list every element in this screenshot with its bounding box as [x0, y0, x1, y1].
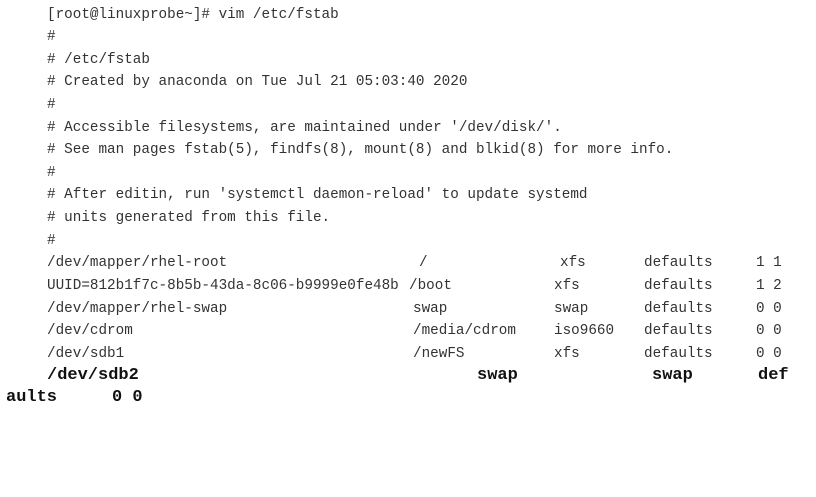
entry-mount: / [419, 255, 428, 271]
new-entry-options-cont: aults [6, 388, 58, 407]
entry-fstype: xfs [554, 346, 580, 362]
fstab-entry: /dev/cdrom /media/cdrom iso9660 defaults… [47, 320, 782, 342]
entry-dump-pass: 0 0 [756, 301, 782, 317]
comment-line: # [47, 29, 56, 45]
entry-device: /dev/mapper/rhel-swap [47, 301, 228, 317]
new-entry-device: /dev/sdb2 [47, 366, 139, 385]
prompt-line: [root@linuxprobe~]# vim /etc/fstab [47, 7, 339, 23]
comment-line: # units generated from this file. [47, 210, 331, 226]
entry-dump-pass: 1 2 [756, 278, 782, 294]
fstab-entry: /dev/mapper/rhel-swap swap swap defaults… [47, 298, 782, 320]
new-entry-dump-pass: 0 0 [112, 388, 143, 407]
comment-line: # Accessible filesystems, are maintained… [47, 120, 562, 136]
entry-options: defaults [644, 278, 713, 294]
new-entry-mount: swap [477, 366, 518, 385]
entry-dump-pass: 0 0 [756, 323, 782, 339]
comment-line: # [47, 233, 56, 249]
entry-fstype: xfs [560, 255, 586, 271]
comment-line: # Created by anaconda on Tue Jul 21 05:0… [47, 74, 468, 90]
entry-fstype: xfs [554, 278, 580, 294]
entry-mount: /boot [409, 278, 452, 294]
entry-options: defaults [644, 323, 713, 339]
comment-line: # [47, 97, 56, 113]
entry-device: /dev/cdrom [47, 323, 133, 339]
terminal-window[interactable]: [root@linuxprobe~]# vim /etc/fstab # # /… [0, 0, 816, 407]
comment-line: # See man pages fstab(5), findfs(8), mou… [47, 142, 674, 158]
entry-dump-pass: 0 0 [756, 346, 782, 362]
entry-mount: /media/cdrom [413, 323, 516, 339]
entry-mount: swap [413, 301, 448, 317]
entry-fstype: swap [554, 301, 589, 317]
new-fstab-entry-wrap[interactable]: aults 0 0 [6, 387, 306, 409]
new-entry-options: def [758, 366, 789, 385]
fstab-entry: UUID=812b1f7c-8b5b-43da-8c06-b9999e0fe48… [47, 275, 782, 297]
entry-options: defaults [644, 301, 713, 317]
entry-device: UUID=812b1f7c-8b5b-43da-8c06-b9999e0fe48… [47, 278, 399, 294]
new-entry-fstype: swap [652, 366, 693, 385]
entry-options: defaults [644, 346, 713, 362]
fstab-entry: /dev/sdb1 /newFS xfs defaults 0 0 [47, 343, 782, 365]
entry-fstype: iso9660 [554, 323, 615, 339]
entry-device: /dev/mapper/rhel-root [47, 255, 228, 271]
comment-line: # [47, 165, 56, 181]
fstab-entry: /dev/mapper/rhel-root / xfs defaults 1 1 [47, 252, 782, 274]
entry-mount: /newFS [413, 346, 465, 362]
comment-line: # /etc/fstab [47, 52, 150, 68]
entry-options: defaults [644, 255, 713, 271]
comment-line: # After editin, run 'systemctl daemon-re… [47, 187, 588, 203]
new-fstab-entry[interactable]: /dev/sdb2 swap swap def [47, 365, 807, 387]
entry-device: /dev/sdb1 [47, 346, 125, 362]
entry-dump-pass: 1 1 [756, 255, 782, 271]
